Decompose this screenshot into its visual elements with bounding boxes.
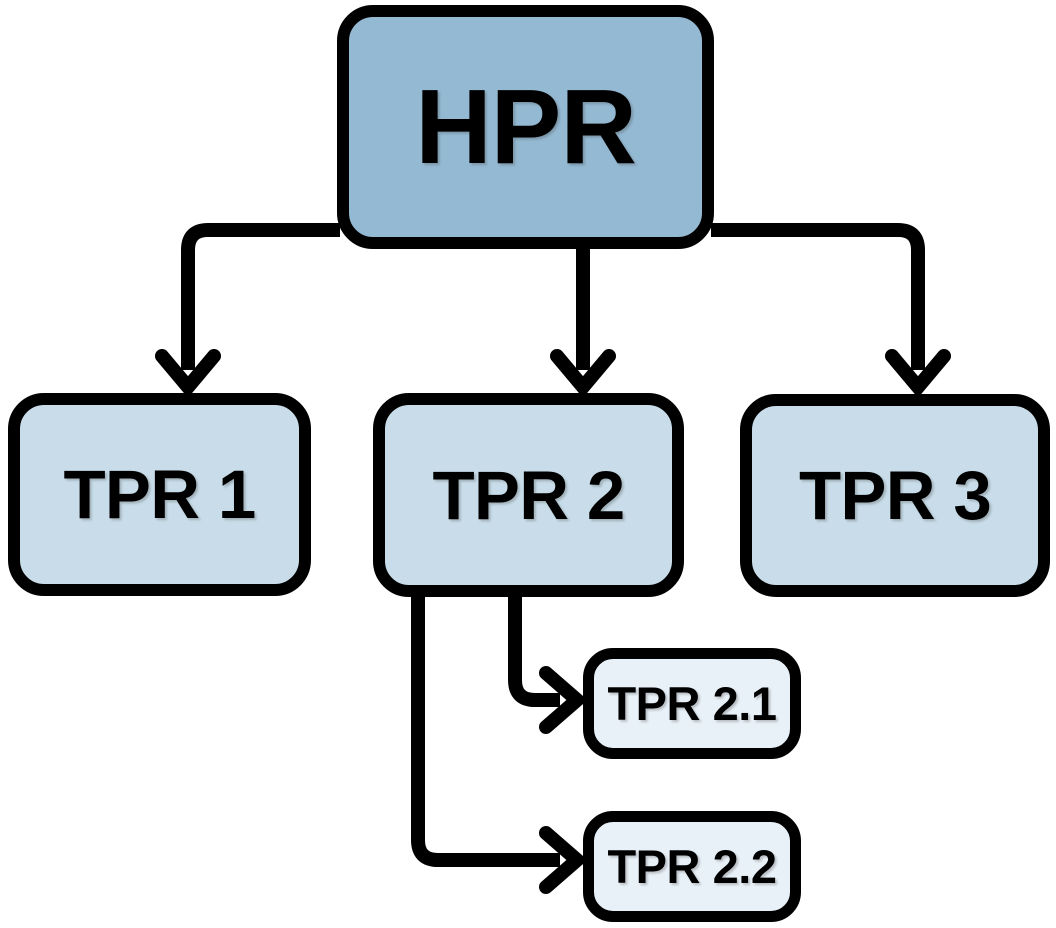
node-tpr-3: TPR 3 <box>740 394 1050 597</box>
node-tpr-2-2-label: TPR 2.2 <box>607 840 777 893</box>
connector-hpr-tpr1 <box>181 223 340 370</box>
node-tpr-3-label: TPR 3 <box>798 457 992 534</box>
arrowhead-hpr-tpr3 <box>885 349 951 398</box>
node-tpr-2-label: TPR 2 <box>432 456 625 534</box>
node-hpr-label: HPR <box>415 67 637 186</box>
node-tpr-2-1: TPR 2.1 <box>583 648 801 759</box>
connector-hpr-tpr3 <box>711 223 925 370</box>
arrowhead-hpr-tpr1 <box>155 349 221 398</box>
node-tpr-2-1-label: TPR 2.1 <box>607 677 777 730</box>
node-hpr: HPR <box>337 5 714 249</box>
node-tpr-2: TPR 2 <box>373 393 684 597</box>
connector-tpr2-tpr22 <box>411 594 560 867</box>
node-tpr-2-2: TPR 2.2 <box>583 811 801 922</box>
node-tpr-1-label: TPR 1 <box>63 456 256 533</box>
arrowhead-tpr2-tpr21 <box>539 666 588 734</box>
arrowhead-hpr-tpr2 <box>550 349 616 398</box>
arrowhead-tpr2-tpr22 <box>539 826 588 894</box>
node-tpr-1: TPR 1 <box>8 393 311 596</box>
connector-tpr2-tpr21 <box>508 594 560 707</box>
